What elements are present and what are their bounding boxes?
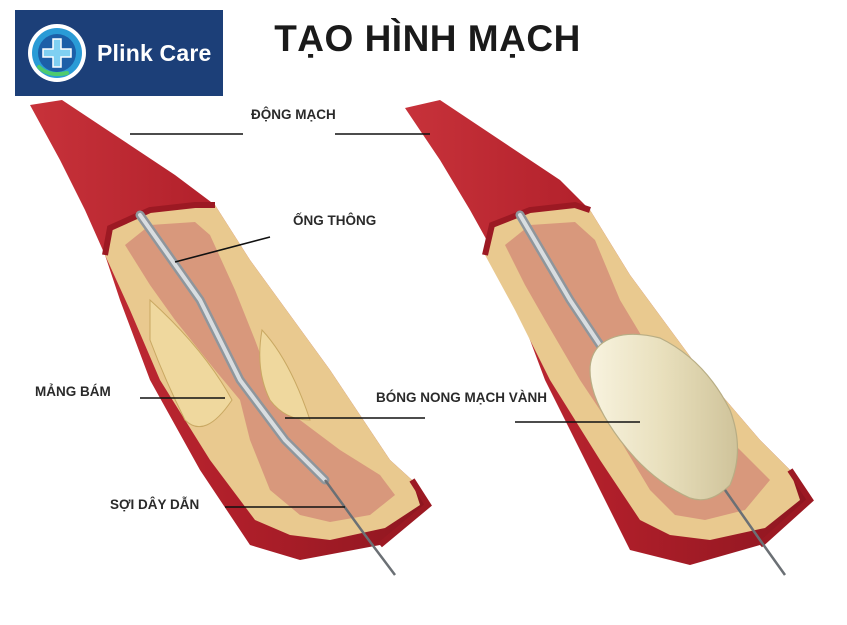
page-title: TẠO HÌNH MẠCH (274, 18, 581, 59)
label-plaque: MẢNG BÁM (35, 384, 111, 399)
label-artery: ĐỘNG MẠCH (251, 107, 336, 122)
logo-brand-text: Plink Care (97, 40, 212, 66)
plink-care-logo: Plink Care (15, 10, 223, 96)
plus-cross-icon (28, 24, 86, 82)
left-artery (30, 100, 432, 576)
label-balloon: BÓNG NONG MẠCH VÀNH (376, 390, 547, 405)
label-catheter: ỐNG THÔNG (293, 213, 377, 228)
label-guidewire: SỢI DÂY DẪN (110, 497, 200, 512)
catheter-leader (174, 236, 271, 263)
right-artery (405, 100, 814, 576)
leader-lines (130, 133, 640, 508)
